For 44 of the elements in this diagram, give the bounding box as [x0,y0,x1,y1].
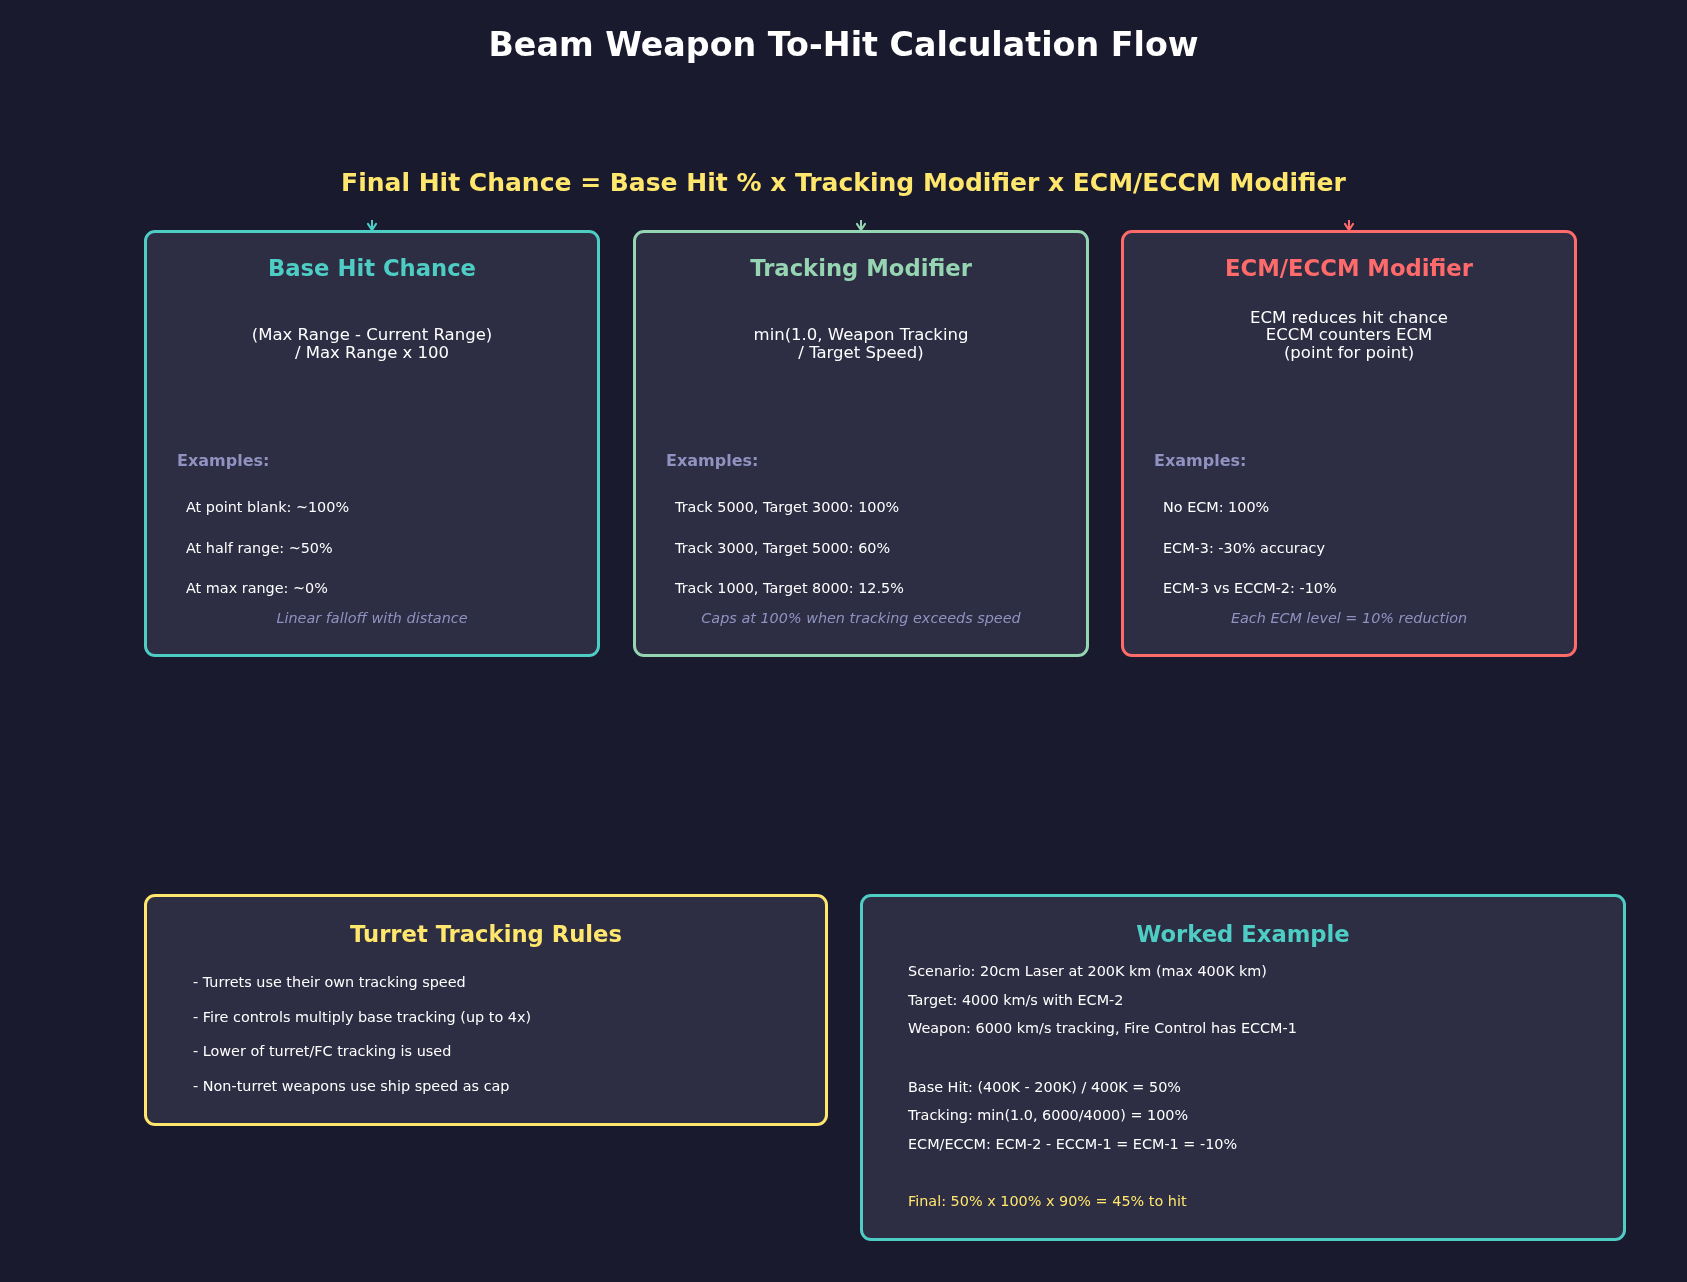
example-text: ECM-3: -30% accuracy [1163,539,1325,557]
section-heading: Examples: [666,451,759,471]
example-text: At point blank: ~100% [186,498,350,516]
result-line: Final: 50% x 100% x 90% = 45% to hit [908,1192,1187,1210]
example-line: Weapon: 6000 km/s tracking, Fire Control has ECCM-1 [908,1019,1297,1037]
example-text: Track 3000, Target 5000: 60% [675,539,891,557]
example-text: At half range: ~50% [186,539,333,557]
info-card [144,894,828,1126]
card-title: Turret Tracking Rules [350,920,622,948]
footnote: Caps at 100% when tracking exceeds speed [701,609,1021,627]
card-title: Tracking Modifier [750,254,972,282]
example-line: ECM/ECCM: ECM-2 - ECCM-1 = ECM-1 = -10% [908,1135,1238,1153]
title: Beam Weapon To-Hit Calculation Flow [487,25,1200,65]
example-line: Scenario: 20cm Laser at 200K km (max 400K km) [908,962,1267,980]
example-text: Track 1000, Target 8000: 12.5% [675,579,904,597]
example-text: ECM-3 vs ECCM-2: -10% [1163,579,1337,597]
example-line: Target: 4000 km/s with ECM-2 [908,990,1124,1009]
example-text: No ECM: 100% [1163,498,1270,516]
rule-item: - Non-turret weapons use ship speed as cap [193,1077,510,1095]
example-text: Track 5000, Target 3000: 100% [675,498,900,516]
section-heading: Examples: [1154,451,1247,471]
card-title: ECM/ECCM Modifier [1225,254,1473,282]
info-card [144,230,600,657]
example-line: Base Hit: (400K - 200K) / 400K = 50% [908,1077,1181,1096]
formula-text: (Max Range - Current Range) / Max Range x 100 [250,326,494,361]
example-line: Tracking: min(1.0, 6000/4000) = 100% [908,1106,1189,1124]
rule-item: - Turrets use their own tracking speed [193,973,466,991]
rule-item: - Fire controls multiply base tracking (up to 4x) [193,1008,532,1026]
formula-text: min(1.0, Weapon Tracking / Target Speed) [752,326,970,361]
arrow [855,219,867,232]
arrow [1343,219,1355,232]
info-card [633,230,1089,657]
formula-text: ECM reduces hit chance ECCM counters ECM (point for point) [1248,308,1450,361]
arrow [366,219,378,232]
info-card [1121,230,1577,657]
footnote: Each ECM level = 10% reduction [1230,609,1468,627]
formula-heading: Final Hit Chance = Base Hit % x Tracking Modifier x ECM/ECCM Modifier [340,168,1347,198]
card-title: Base Hit Chance [268,254,476,282]
card-title: Worked Example [1136,920,1350,948]
info-card [860,894,1626,1241]
example-text: At max range: ~0% [186,579,328,597]
section-heading: Examples: [177,451,270,471]
footnote: Linear falloff with distance [276,609,468,627]
rule-item: - Lower of turret/FC tracking is used [193,1042,452,1060]
